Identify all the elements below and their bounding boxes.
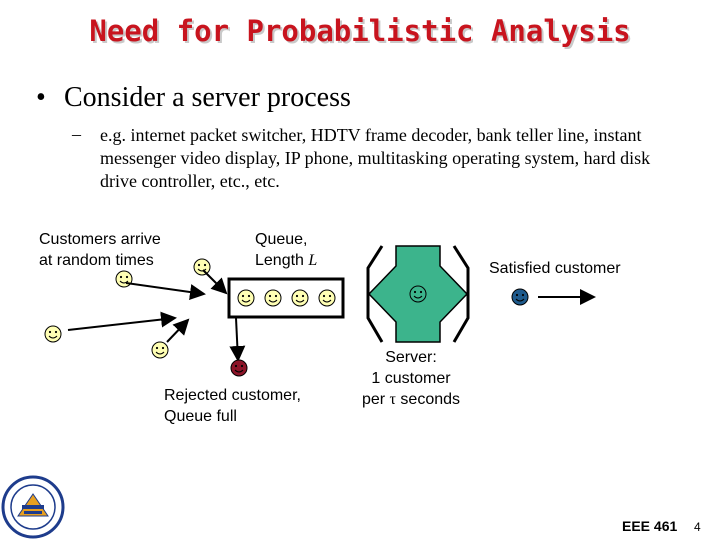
queue-label-text: Queue, Length bbox=[255, 231, 308, 269]
slide-title: Need for Probabilistic Analysis bbox=[89, 14, 631, 48]
arriving-customer-2 bbox=[193, 258, 211, 276]
server-tau-symbol: τ bbox=[389, 391, 396, 408]
queued-customer-1 bbox=[237, 289, 255, 307]
arrival-arrow-4 bbox=[166, 318, 190, 343]
server-label-seconds: seconds bbox=[395, 391, 461, 408]
bullet-dot: • bbox=[36, 82, 46, 113]
sub-bullet-dash: – bbox=[72, 124, 81, 144]
arrival-arrow-2 bbox=[202, 269, 228, 295]
rejected-label: Rejected customer, Queue full bbox=[164, 387, 301, 425]
server-label-per: per bbox=[361, 391, 390, 408]
rejection-arrow bbox=[229, 317, 246, 362]
server-left-bracket bbox=[366, 245, 384, 343]
server-right-bracket bbox=[452, 245, 470, 343]
course-code: EEE 461 bbox=[622, 518, 678, 534]
satisfied-customer bbox=[511, 288, 529, 306]
arrivals-label: Customers arrive at random times bbox=[39, 231, 161, 269]
satisfied-label: Satisfied customer bbox=[489, 260, 621, 277]
rejected-customer bbox=[230, 359, 248, 377]
arrival-arrow-1 bbox=[125, 282, 206, 300]
server-label-line1: Server: bbox=[385, 349, 437, 366]
university-seal-logo bbox=[1, 475, 65, 539]
customer-in-service bbox=[409, 285, 427, 303]
queued-customer-3 bbox=[291, 289, 309, 307]
sub-bullet-text: e.g. internet packet switcher, HDTV fram… bbox=[100, 125, 651, 191]
server-label-line2: 1 customer bbox=[371, 370, 451, 387]
queue-label: Queue, Length L bbox=[255, 229, 317, 271]
server-label: Server: 1 customer per τ seconds bbox=[346, 347, 476, 410]
arrival-arrow-3 bbox=[67, 311, 177, 331]
arriving-customer-4 bbox=[151, 341, 169, 359]
main-bullet: • Consider a server process bbox=[36, 82, 351, 114]
arriving-customer-3 bbox=[44, 325, 62, 343]
queued-customer-4 bbox=[318, 289, 336, 307]
queued-customer-2 bbox=[264, 289, 282, 307]
queue-length-symbol: L bbox=[308, 252, 318, 269]
arriving-customer-1 bbox=[115, 270, 133, 288]
main-bullet-text: Consider a server process bbox=[64, 82, 351, 113]
server-label-line3: per τ seconds bbox=[346, 389, 476, 410]
page-number: 4 bbox=[694, 520, 701, 534]
